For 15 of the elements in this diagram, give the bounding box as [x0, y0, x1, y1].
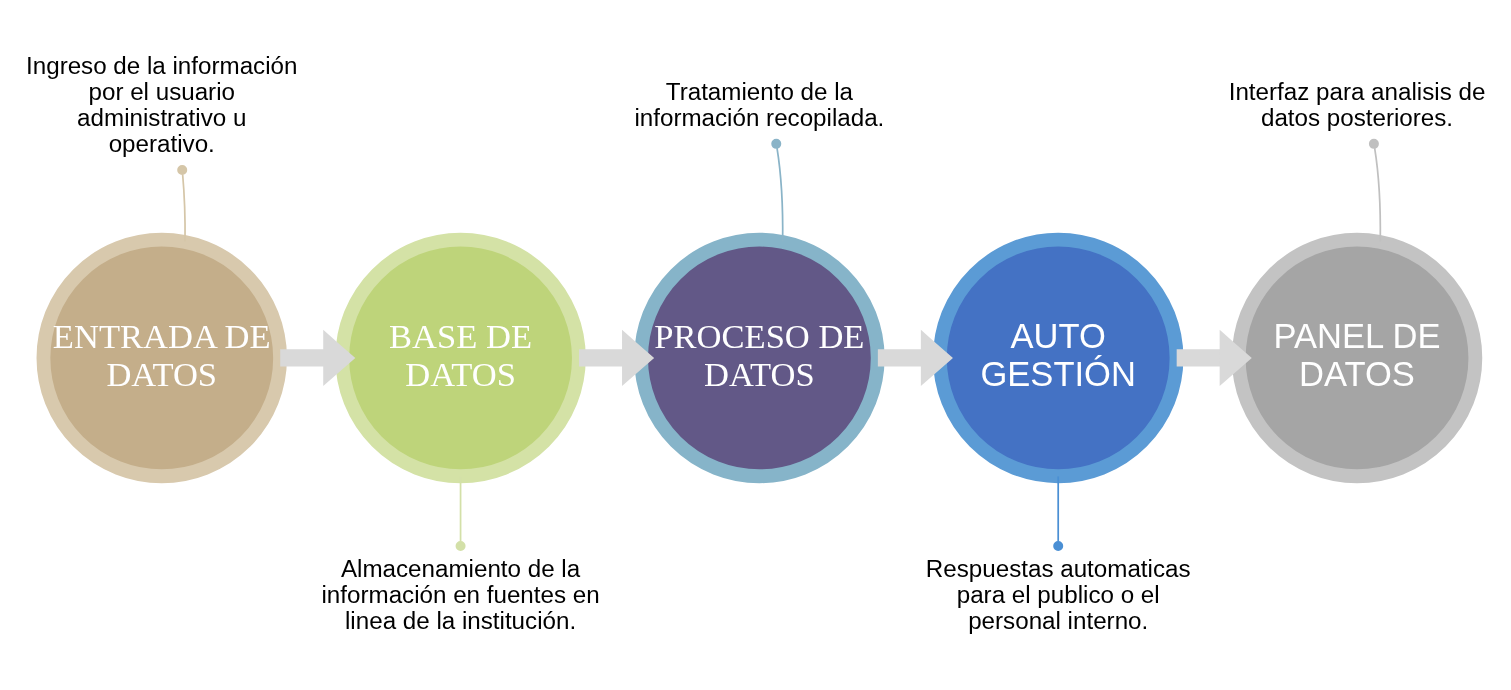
node-circle: ENTRADA DE DATOS [36, 232, 287, 484]
node-text: Respuestas automaticas para el publico o el personal interno. [925, 554, 1191, 634]
node-text: Almacenamiento de la información en fuentes en linea de la institución. [321, 554, 600, 634]
node-circle: BASE DE DATOS [335, 232, 586, 484]
node-text: Interfaz para analisis de datos posteriores. [1228, 78, 1486, 131]
node-text: Tratamiento de la información recopilada. [634, 78, 885, 131]
node-text: Ingreso de la información por el usuario administrativo u operativo. [26, 52, 298, 157]
arrow [280, 329, 356, 387]
connector [1053, 475, 1064, 551]
arrow [579, 329, 655, 387]
arrow [1176, 329, 1252, 387]
node-circle: AUTO GESTIÓN [933, 232, 1184, 484]
node-circle: PANEL DE DATOS [1231, 232, 1483, 484]
node-circle: PROCESO DE DATOS [634, 232, 885, 484]
arrow [877, 329, 953, 387]
